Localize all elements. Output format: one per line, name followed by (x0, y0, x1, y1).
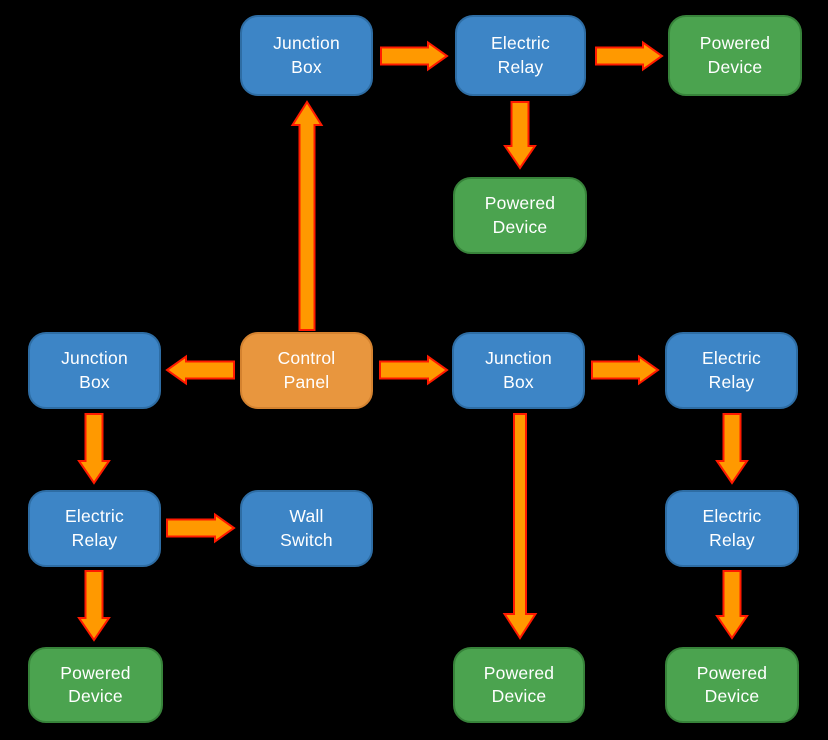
node-label: Junction Box (485, 348, 552, 392)
node-label: Control Panel (277, 348, 336, 392)
node-label: Powered Device (696, 662, 768, 706)
arrow-junction-box-mid-to-powered-device-bottom-mid (502, 413, 538, 640)
node-label: Electric Relay (702, 506, 762, 550)
node-powered-device-bottom-left: Powered Device (28, 647, 163, 723)
arrow-control-panel-to-junction-box-mid (379, 354, 449, 386)
node-control-panel: Control Panel (240, 332, 373, 409)
node-label: Powered Device (699, 33, 771, 77)
arrow-junction-box-mid-to-electric-relay-mid-right (591, 354, 660, 386)
node-label: Powered Device (60, 662, 131, 706)
node-junction-box-left: Junction Box (28, 332, 161, 409)
arrow-electric-relay-left-to-wall-switch (166, 512, 236, 544)
node-electric-relay-left: Electric Relay (28, 490, 161, 567)
arrow-control-panel-to-junction-box-left (165, 354, 235, 386)
node-label: Powered Device (484, 193, 556, 237)
node-label: Wall Switch (280, 506, 333, 550)
node-label: Junction Box (273, 33, 340, 77)
node-label: Electric Relay (702, 348, 761, 392)
arrow-junction-box-top-to-electric-relay-top (380, 40, 449, 72)
arrow-electric-relay-top-to-powered-device-upper-mid (503, 101, 537, 170)
arrow-electric-relay-low-right-to-powered-device-bottom-right (715, 570, 749, 640)
node-powered-device-upper-mid: Powered Device (453, 177, 587, 254)
arrow-electric-relay-left-to-powered-device-bottom-left (77, 570, 111, 642)
arrow-control-panel-to-junction-box-top (290, 100, 324, 331)
node-label: Electric Relay (65, 506, 124, 550)
node-junction-box-mid: Junction Box (452, 332, 585, 409)
node-wall-switch: Wall Switch (240, 490, 373, 567)
node-label: Electric Relay (491, 33, 550, 77)
node-junction-box-top: Junction Box (240, 15, 373, 96)
node-powered-device-bottom-mid: Powered Device (453, 647, 585, 723)
node-label: Powered Device (483, 662, 555, 706)
node-powered-device-bottom-right: Powered Device (665, 647, 799, 723)
arrow-electric-relay-mid-right-to-electric-relay-low-right (715, 413, 749, 485)
node-powered-device-top-right: Powered Device (668, 15, 802, 96)
node-electric-relay-mid-right: Electric Relay (665, 332, 798, 409)
arrow-electric-relay-top-to-powered-device-top-right (595, 40, 664, 72)
arrow-junction-box-left-to-electric-relay-left (77, 413, 111, 485)
node-label: Junction Box (61, 348, 128, 392)
node-electric-relay-top: Electric Relay (455, 15, 586, 96)
node-electric-relay-low-right: Electric Relay (665, 490, 799, 567)
